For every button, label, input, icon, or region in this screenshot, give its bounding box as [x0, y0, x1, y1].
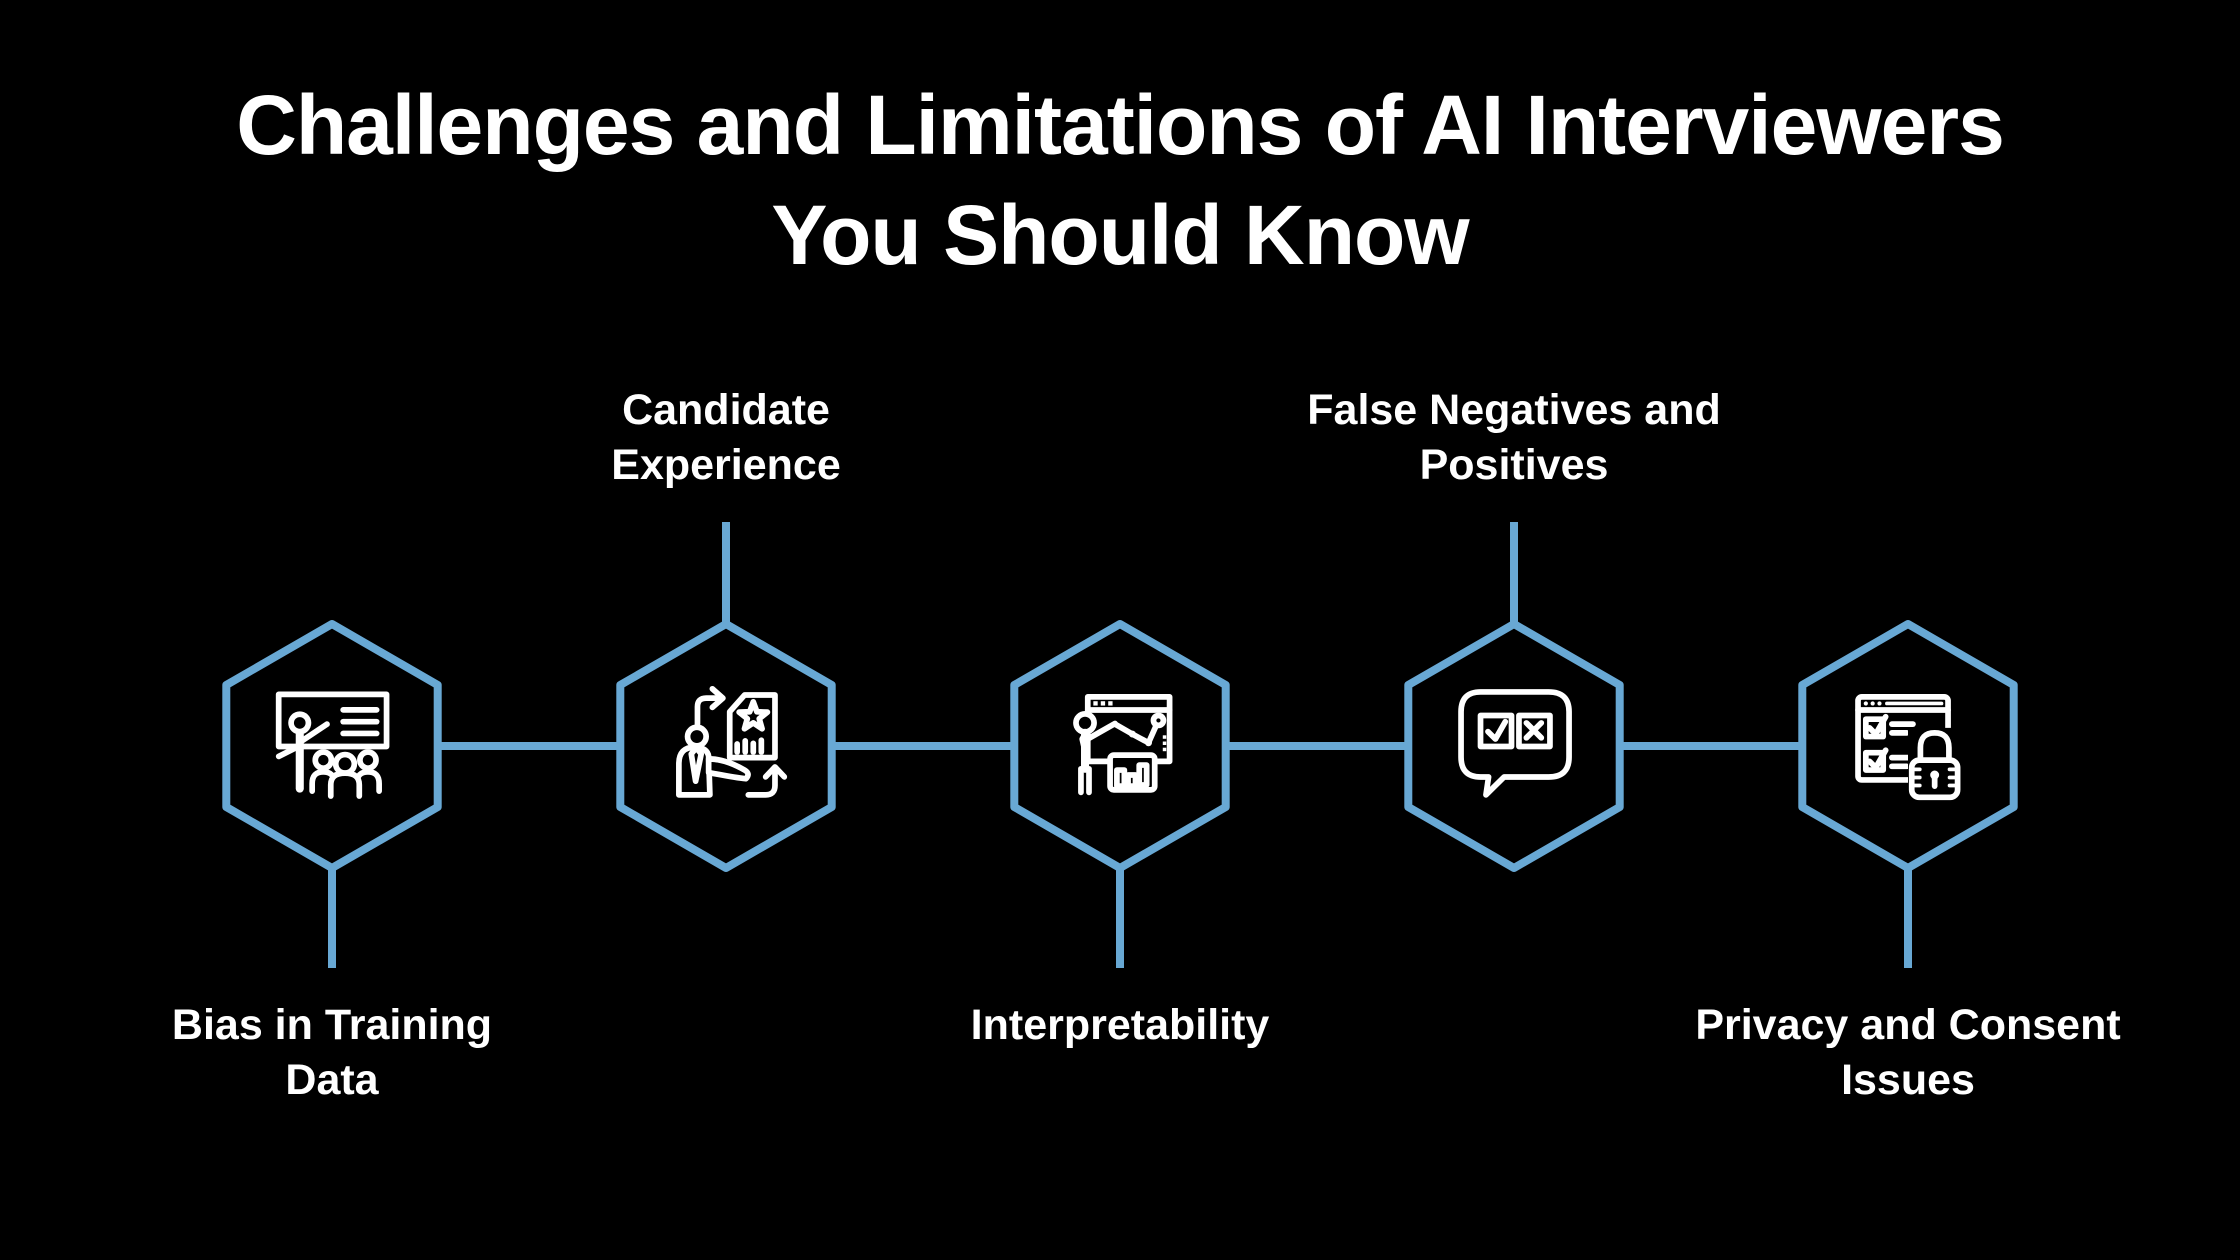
label-false-negatives-and-positives: False Negatives and Positives: [1194, 383, 1834, 493]
label-line: Interpretability: [970, 1001, 1270, 1049]
label-line: False Negatives and: [1307, 386, 1721, 434]
chat-check-cross-icon: [1458, 689, 1572, 798]
label-interpretability: Interpretability: [800, 998, 1440, 1053]
label-line: Positives: [1419, 441, 1609, 489]
label-line: Issues: [1841, 1056, 1975, 1104]
node-false-negatives-and-positives: [1404, 522, 1624, 872]
label-line: Experience: [611, 441, 841, 489]
label-line: Data: [285, 1056, 379, 1104]
label-bias-in-training-data: Bias in Training Data: [12, 998, 652, 1108]
node-privacy-and-consent-issues: [1798, 620, 2018, 968]
label-line: Candidate: [622, 386, 830, 434]
presenter-analytics-icon: [1073, 694, 1173, 796]
page-title-line-2: You Should Know: [771, 188, 1469, 282]
hexagon-shape: [616, 620, 836, 872]
consent-checklist-lock-icon: [1855, 694, 1962, 801]
hexagon-shape: [1404, 620, 1624, 872]
node-interpretability: [1010, 620, 1230, 968]
node-bias-in-training-data: [222, 620, 442, 968]
hexagon-shape: [1798, 620, 2018, 872]
label-candidate-experience: Candidate Experience: [406, 383, 1046, 493]
label-line: Privacy and Consent: [1695, 1001, 2121, 1049]
node-candidate-experience: [616, 522, 836, 872]
training-presentation-icon: [275, 691, 390, 799]
candidate-feedback-cycle-icon: [676, 685, 788, 798]
label-line: Bias in Training: [171, 1001, 493, 1049]
page-title: Challenges and Limitations of AI Intervi…: [0, 70, 2240, 290]
label-privacy-and-consent-issues: Privacy and Consent Issues: [1588, 998, 2228, 1108]
hexagon-shape: [222, 620, 442, 872]
page-title-line-1: Challenges and Limitations of AI Intervi…: [236, 78, 2005, 172]
hexagon-shape: [1010, 620, 1230, 872]
